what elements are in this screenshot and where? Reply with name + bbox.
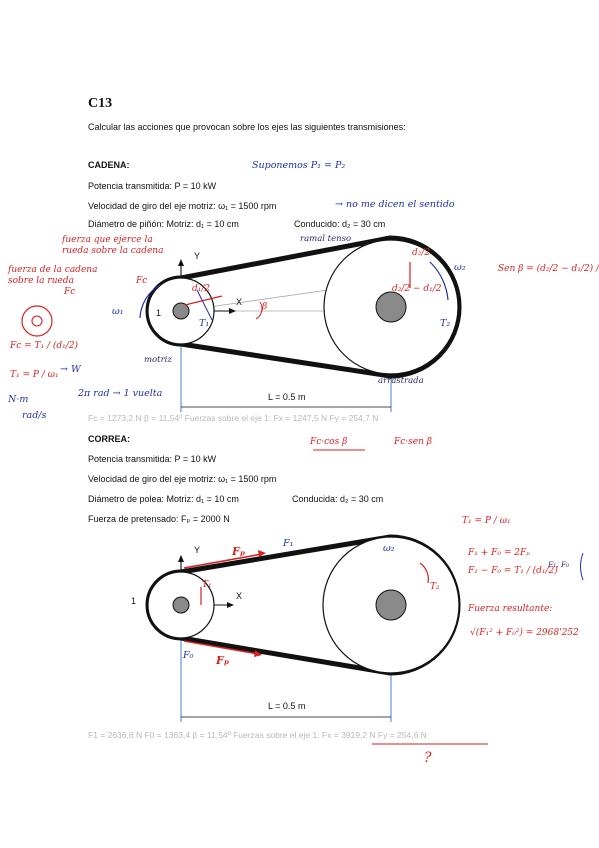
belt-power: Potencia transmitida: P = 10 kW: [88, 454, 217, 464]
note-ramal-tenso: ramal tenso: [300, 234, 352, 244]
note-motriz: motriz: [144, 355, 172, 365]
belt-pretension: Fuerza de pretensado: Fₚ = 2000 N: [88, 514, 230, 524]
note-t1-formula: T₁ = P / ω₁: [10, 370, 59, 380]
belt-results: F1 = 2636,6 N F0 = 1363,4 β = 11,54º Fue…: [88, 730, 427, 740]
note-fc-arrow: Fc: [136, 276, 148, 286]
note-nm: N·m: [8, 394, 29, 405]
belt-diameter-driver: Diámetro de polea: Motriz: d₁ = 10 cm: [88, 494, 239, 504]
belt-shaft-label: 1: [131, 596, 137, 606]
note-f0: F₀: [183, 650, 194, 661]
belt-y-label: Y: [194, 545, 201, 555]
belt-diameter-driven: Conducida: d₂ = 30 cm: [292, 494, 384, 504]
chain-results: Fc = 1273,2 N β = 11,54º Fuerzas sobre e…: [88, 413, 379, 423]
note-f1: F₁: [283, 538, 294, 549]
belt-diagram: [145, 534, 584, 745]
note-vuelta: 2π rad → 1 vuelta: [78, 388, 163, 399]
problem-statement: Calcular las acciones que provocan sobre…: [88, 122, 406, 132]
note-fp-bottom: Fₚ: [216, 654, 230, 667]
note-fuerza-ejerce: fuerza que ejerce la rueda sobre la cade…: [62, 235, 164, 256]
chain-belt: [180, 235, 462, 379]
note-rads: rad/s: [22, 410, 47, 421]
note-sentido: → no me dicen el sentido: [335, 199, 455, 210]
belt-speed: Velocidad de giro del eje motriz: ω₁ = 1…: [88, 474, 277, 484]
problem-code: C13: [88, 96, 113, 111]
note-fp-top: Fₚ: [232, 545, 246, 558]
chain-diameter-driven: Conducido: d₂ = 30 cm: [294, 219, 386, 229]
note-fc-cos: Fc·cos β: [310, 437, 348, 447]
belt-distance-label: L = 0.5 m: [268, 701, 306, 711]
note-result-eq: √(F₁² + F₀²) = 2968'252: [470, 628, 579, 638]
hub-2: [375, 291, 407, 323]
section-heading-belt: CORREA:: [88, 434, 130, 444]
note-t2-belt: T₂: [430, 582, 440, 592]
chain-x-label: X: [236, 297, 243, 307]
belt-x-label: X: [236, 591, 243, 601]
chain-distance-label: L = 0.5 m: [268, 392, 306, 402]
chain-diagram: [21, 235, 462, 451]
note-fc-small: Fc: [64, 287, 76, 297]
section-heading-chain: CADENA:: [88, 160, 130, 170]
note-d2-half: d₂/2: [412, 248, 431, 258]
note-t1: T₁: [199, 318, 210, 329]
note-w1: ω₁: [112, 306, 124, 317]
note-fc-formula: Fc = T₁ / (d₁/2): [10, 341, 79, 351]
note-f1-f0: F₁, F₀: [548, 560, 570, 569]
chain-shaft-label: 1: [156, 308, 162, 318]
note-suponemos: Suponemos P₁ = P₂: [252, 160, 346, 171]
note-resultante: Fuerza resultante:: [468, 604, 553, 614]
note-t2: T₂: [440, 318, 451, 329]
note-beta: β: [262, 302, 268, 312]
note-t1-eq: T₁ = P / ω₁: [462, 516, 511, 526]
note-d1-half: d₁/2: [192, 284, 211, 294]
chain-y-label: Y: [194, 251, 201, 261]
chain-diameter-driver: Diámetro de piñón: Motriz: d₁ = 10 cm: [88, 219, 239, 229]
note-w: → W: [60, 364, 81, 375]
note-fuerza-cadena: fuerza de la cadena sobre la rueda: [8, 265, 98, 286]
note-arrastrada: arrastrada: [378, 376, 424, 386]
note-w2: ω₂: [454, 262, 466, 273]
note-question: ?: [424, 750, 432, 766]
chain-speed: Velocidad de giro del eje motriz: ω₁ = 1…: [88, 201, 277, 211]
chain-power: Potencia transmitida: P = 10 kW: [88, 181, 217, 191]
hub-1: [172, 302, 190, 320]
sketch-wheel: [21, 305, 53, 337]
note-w2-belt: ω₂: [383, 543, 395, 554]
note-d2-minus-d1: d₂/2 − d₁/2: [392, 284, 442, 294]
note-fc-sen: Fc·sen β: [394, 437, 432, 447]
note-sum-eq: F₁ + F₀ = 2Fₚ: [468, 548, 530, 558]
note-sen-beta: Sen β = (d₂/2 − d₁/2) / L: [498, 264, 599, 274]
note-t1-belt: T₁: [202, 580, 212, 590]
note-diff-eq: F₁ − F₀ = T₁ / (d₁/2): [468, 566, 558, 576]
